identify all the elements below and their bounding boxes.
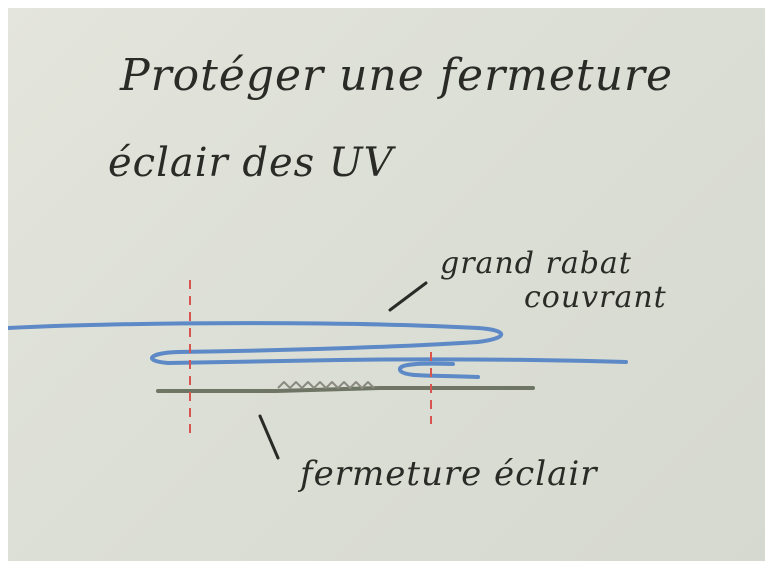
sketch-drawing <box>8 280 628 460</box>
zipper-tape <box>156 386 535 393</box>
flap-top-layer <box>8 321 628 366</box>
leader-line-fermeture <box>258 414 280 460</box>
flap-fold-right <box>398 361 480 379</box>
label-fermeture-eclair: fermeture éclair <box>300 454 598 494</box>
label-couvrant: couvrant <box>524 280 667 315</box>
paper-sheet: Protéger une fermeture éclair des UV gra… <box>8 8 765 561</box>
title-line-2: éclair des UV <box>108 140 394 186</box>
label-grand-rabat: grand rabat <box>440 246 632 281</box>
leader-line-rabat <box>388 281 428 312</box>
title-line-1: Protéger une fermeture <box>120 50 673 101</box>
zipper-teeth <box>277 381 375 389</box>
